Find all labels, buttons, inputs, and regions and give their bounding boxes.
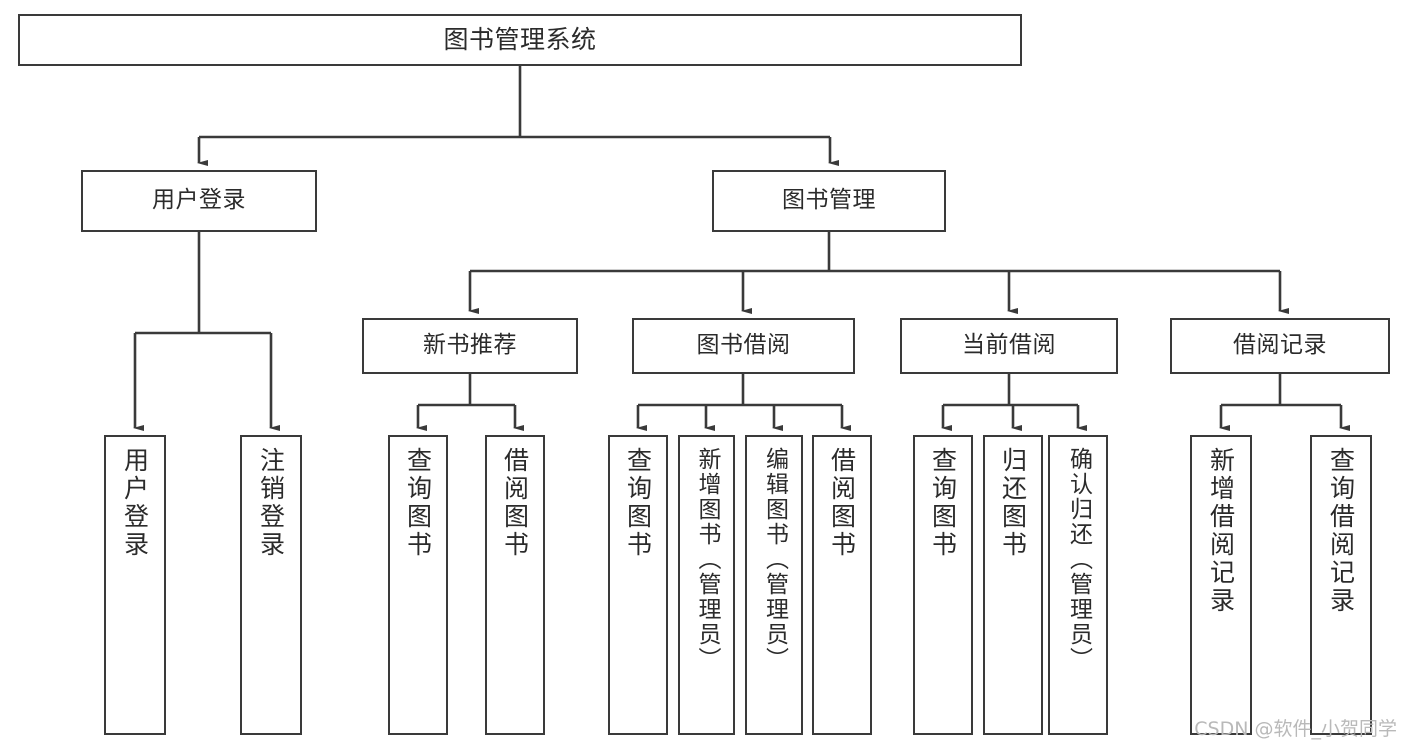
node-label: 用户登录 [152, 187, 246, 214]
leaf-query-borrow-record[interactable]: 查询借阅记录 [1310, 435, 1372, 735]
leaf-query-book-current[interactable]: 查询图书 [913, 435, 973, 735]
leaf-borrow-book-new[interactable]: 借阅图书 [485, 435, 545, 735]
node-label: 新增借阅记录 [1206, 447, 1236, 615]
node-book-borrow[interactable]: 图书借阅 [632, 318, 855, 374]
node-user-login[interactable]: 用户登录 [81, 170, 317, 232]
node-label: 归还图书 [998, 447, 1028, 559]
node-new-book-recommend[interactable]: 新书推荐 [362, 318, 578, 374]
node-label: 图书借阅 [696, 332, 791, 359]
leaf-add-borrow-record[interactable]: 新增借阅记录 [1190, 435, 1252, 735]
node-label: 查询图书 [623, 447, 653, 559]
csdn-watermark: CSDN @软件_小贺同学 [1194, 718, 1397, 740]
node-label: 用户登录 [120, 447, 150, 559]
node-label: 新增图书（管理员） [694, 447, 720, 672]
leaf-query-book[interactable]: 查询图书 [608, 435, 668, 735]
node-label: 借阅记录 [1233, 332, 1327, 359]
leaf-edit-book-admin[interactable]: 编辑图书（管理员） [745, 435, 803, 735]
node-label: 查询图书 [403, 447, 433, 559]
leaf-confirm-return-admin[interactable]: 确认归还（管理员） [1048, 435, 1108, 735]
node-label: 借阅图书 [827, 447, 857, 559]
node-label: 当前借阅 [962, 332, 1056, 359]
node-label: 注销登录 [256, 447, 286, 559]
leaf-add-book-admin[interactable]: 新增图书（管理员） [678, 435, 735, 735]
node-root-system[interactable]: 图书管理系统 [18, 14, 1022, 66]
leaf-query-book-new[interactable]: 查询图书 [388, 435, 448, 735]
leaf-borrow-book[interactable]: 借阅图书 [812, 435, 872, 735]
node-label: 借阅图书 [500, 447, 530, 559]
node-label: 新书推荐 [423, 332, 517, 359]
node-label: 图书管理系统 [443, 25, 597, 54]
node-label: 确认归还（管理员） [1065, 447, 1092, 672]
node-book-management[interactable]: 图书管理 [712, 170, 946, 232]
leaf-user-login[interactable]: 用户登录 [104, 435, 166, 735]
node-borrow-record[interactable]: 借阅记录 [1170, 318, 1390, 374]
leaf-return-book[interactable]: 归还图书 [983, 435, 1043, 735]
node-label: 查询图书 [928, 447, 958, 559]
leaf-logout[interactable]: 注销登录 [240, 435, 302, 735]
node-current-borrow[interactable]: 当前借阅 [900, 318, 1118, 374]
node-label: 图书管理 [782, 187, 876, 214]
node-label: 查询借阅记录 [1326, 447, 1356, 615]
node-label: 编辑图书（管理员） [761, 447, 788, 672]
